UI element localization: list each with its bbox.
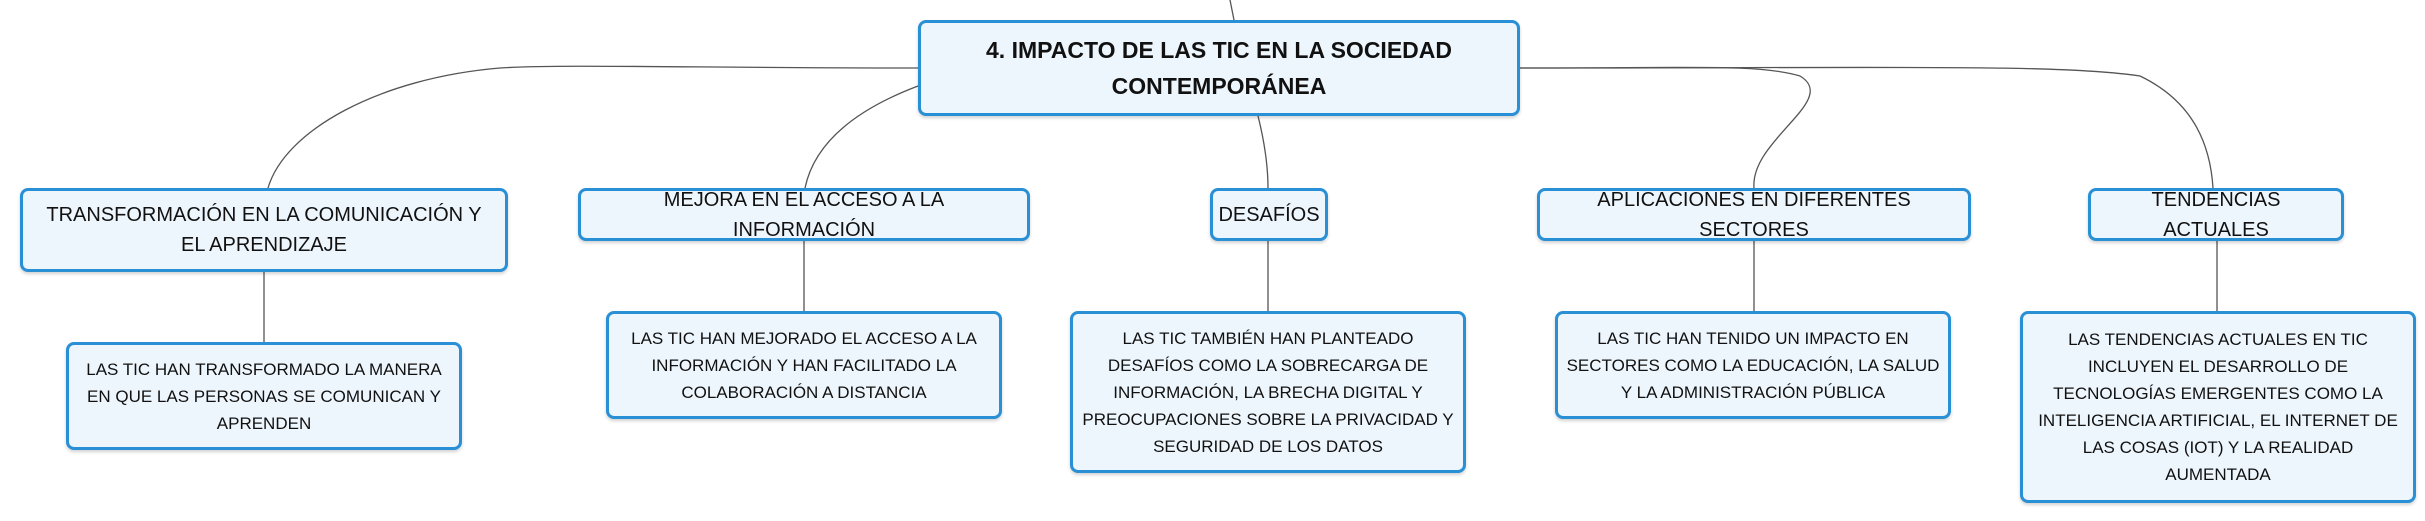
branch-label: TENDENCIAS ACTUALES	[2151, 188, 2281, 241]
detail-information-access[interactable]: LAS TIC HAN MEJORADO EL ACCESO A LA INFO…	[606, 311, 1002, 419]
connector-root-branch-2	[804, 85, 919, 189]
detail-text: LAS TIC HAN TENIDO UN IMPACTO EN SECTORE…	[1566, 328, 1940, 402]
detail-text: LAS TIC HAN MEJORADO EL ACCESO A LA INFO…	[631, 328, 977, 402]
detail-current-trends[interactable]: LAS TENDENCIAS ACTUALES EN TIC INCLUYEN …	[2020, 311, 2416, 503]
branch-current-trends[interactable]: TENDENCIAS ACTUALES	[2088, 188, 2344, 241]
connector-root-branch-3	[1257, 115, 1269, 189]
branch-challenges[interactable]: DESAFÍOS	[1210, 188, 1328, 241]
root-topic-title: 4. IMPACTO DE LAS TIC EN LA SOCIEDAD CON…	[986, 37, 1452, 99]
detail-text: LAS TENDENCIAS ACTUALES EN TIC INCLUYEN …	[2038, 330, 2398, 484]
detail-communication-learning[interactable]: LAS TIC HAN TRANSFORMADO LA MANERA EN QU…	[66, 342, 462, 450]
detail-sector-applications[interactable]: LAS TIC HAN TENIDO UN IMPACTO EN SECTORE…	[1555, 311, 1951, 419]
branch-label: DESAFÍOS	[1218, 203, 1320, 226]
branch-label: APLICACIONES EN DIFERENTES SECTORES	[1597, 188, 1911, 241]
root-topic[interactable]: 4. IMPACTO DE LAS TIC EN LA SOCIEDAD CON…	[918, 20, 1520, 116]
detail-challenges[interactable]: LAS TIC TAMBIÉN HAN PLANTEADO DESAFÍOS C…	[1070, 311, 1466, 473]
branch-communication-learning[interactable]: TRANSFORMACIÓN EN LA COMUNICACIÓN Y EL A…	[20, 188, 508, 272]
branch-label: TRANSFORMACIÓN EN LA COMUNICACIÓN Y EL A…	[46, 204, 482, 256]
connector-root-branch-1	[267, 65, 919, 189]
detail-text: LAS TIC HAN TRANSFORMADO LA MANERA EN QU…	[86, 359, 442, 433]
connector-root-branch-5	[1519, 66, 2214, 189]
connector-root-top	[1229, 0, 1235, 21]
branch-information-access[interactable]: MEJORA EN EL ACCESO A LA INFORMACIÓN	[578, 188, 1030, 241]
branch-sector-applications[interactable]: APLICACIONES EN DIFERENTES SECTORES	[1537, 188, 1971, 241]
connector-root-branch-4	[1519, 66, 1811, 189]
branch-label: MEJORA EN EL ACCESO A LA INFORMACIÓN	[663, 188, 945, 241]
detail-text: LAS TIC TAMBIÉN HAN PLANTEADO DESAFÍOS C…	[1082, 328, 1454, 456]
